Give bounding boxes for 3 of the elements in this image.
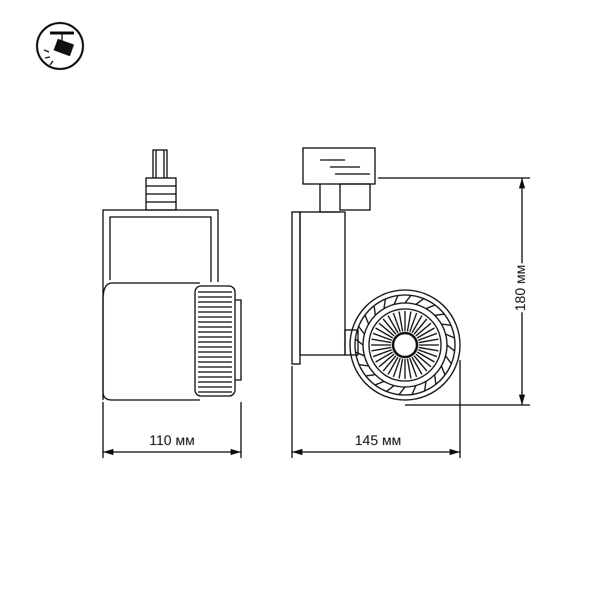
dimension-label: 110 мм	[148, 432, 196, 448]
dimension-label: 145 мм	[354, 432, 402, 448]
dimension-label: 180 мм	[512, 264, 528, 312]
